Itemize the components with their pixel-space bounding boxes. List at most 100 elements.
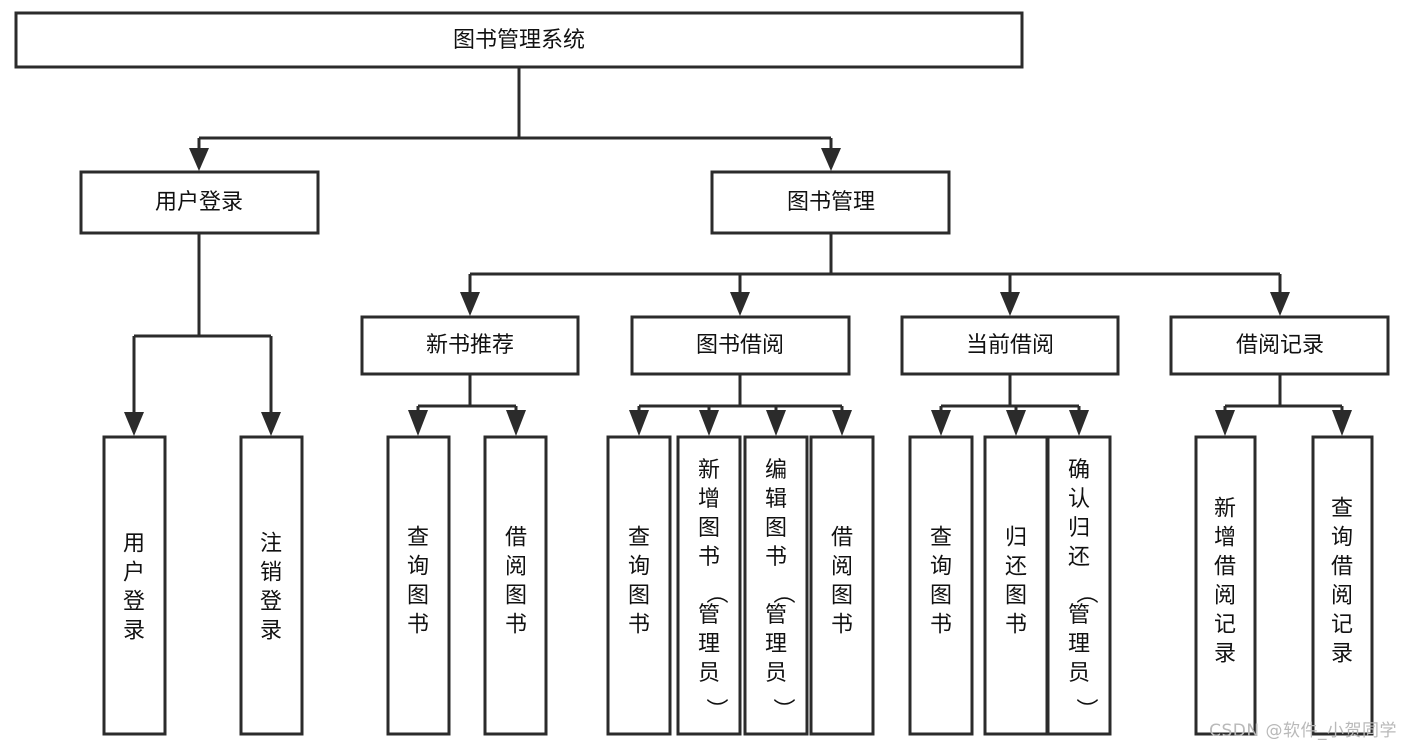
svg-text:图: 图 [698, 516, 720, 541]
svg-text:员: 员 [765, 661, 787, 686]
node-leaf-edit-book-box [743, 435, 809, 736]
svg-text:图: 图 [765, 516, 787, 541]
node-user-login[interactable]: 用户登录 [79, 170, 320, 235]
svg-text:管: 管 [765, 603, 787, 628]
svg-text:借: 借 [1331, 555, 1353, 580]
svg-text:查: 查 [1331, 497, 1353, 522]
svg-text:（: （ [1073, 582, 1098, 604]
svg-text:增: 增 [698, 487, 720, 512]
node-leaf-query-book-1-box [386, 435, 451, 736]
svg-text:录: 录 [1214, 642, 1236, 667]
arrow-head-leaf-query-book-3 [931, 410, 951, 436]
svg-text:销: 销 [260, 561, 282, 586]
node-leaf-add-book-box [676, 435, 742, 736]
node-new-book-recommend-box [360, 315, 580, 376]
svg-text:增: 增 [1214, 526, 1236, 551]
arrow-head-current-borrow [1000, 292, 1020, 316]
svg-text:书: 书 [831, 613, 853, 638]
node-book-borrow-box [630, 315, 851, 376]
svg-text:理: 理 [765, 632, 787, 657]
svg-text:新: 新 [698, 458, 720, 483]
node-book-borrow[interactable]: 图书借阅 [630, 315, 851, 376]
node-book-borrow-label: 图书借阅 [696, 333, 784, 358]
arrow-head-borrow-record [1270, 292, 1290, 316]
svg-text:询: 询 [628, 555, 650, 580]
svg-text:记: 记 [1331, 613, 1353, 638]
svg-text:编: 编 [765, 458, 787, 483]
node-current-borrow[interactable]: 当前借阅 [900, 315, 1120, 376]
svg-text:阅: 阅 [505, 555, 527, 580]
node-root[interactable]: 图书管理系统 [14, 11, 1024, 69]
node-leaf-user-login[interactable]: 用户登录 [102, 435, 167, 736]
svg-text:确: 确 [1068, 458, 1090, 483]
svg-text:用: 用 [123, 532, 145, 557]
svg-text:阅: 阅 [831, 555, 853, 580]
arrow-head-leaf-query-book-2 [629, 410, 649, 436]
node-borrow-record-box [1169, 315, 1390, 376]
svg-text:询: 询 [1331, 526, 1353, 551]
svg-text:书: 书 [505, 613, 527, 638]
svg-text:图: 图 [407, 584, 429, 609]
svg-text:记: 记 [1214, 613, 1236, 638]
svg-text:户: 户 [123, 561, 145, 586]
svg-text:认: 认 [1068, 487, 1090, 512]
arrow-head-leaf-borrow-book-2 [832, 410, 852, 436]
svg-text:理: 理 [1068, 632, 1090, 657]
node-book-management[interactable]: 图书管理 [710, 170, 951, 235]
svg-text:员: 员 [698, 661, 720, 686]
node-borrow-record-label: 借阅记录 [1236, 333, 1324, 358]
arrow-head-leaf-query-book-1 [408, 410, 428, 436]
node-leaf-query-book-3-box [908, 435, 974, 736]
svg-text:查: 查 [407, 526, 429, 551]
svg-text:阅: 阅 [1214, 584, 1236, 609]
node-book-management-box [710, 170, 951, 235]
svg-text:图: 图 [930, 584, 952, 609]
node-new-book-recommend[interactable]: 新书推荐 [360, 315, 580, 376]
arrow-head-book-borrow [730, 292, 750, 316]
node-leaf-user-login-label: 用户登录 [123, 532, 145, 644]
svg-text:查: 查 [628, 526, 650, 551]
svg-text:）: ） [770, 698, 795, 720]
node-new-book-recommend-label: 新书推荐 [426, 333, 514, 358]
svg-text:理: 理 [698, 632, 720, 657]
node-current-borrow-label: 当前借阅 [966, 333, 1054, 358]
svg-text:新: 新 [1214, 497, 1236, 522]
svg-text:注: 注 [260, 532, 282, 557]
svg-text:归: 归 [1068, 516, 1090, 541]
arrow-head-leaf-edit-book [766, 410, 786, 436]
svg-text:）: ） [1073, 698, 1098, 720]
svg-text:录: 录 [123, 619, 145, 644]
svg-text:图: 图 [831, 584, 853, 609]
svg-text:图: 图 [628, 584, 650, 609]
svg-text:归: 归 [1005, 526, 1027, 551]
svg-text:书: 书 [765, 545, 787, 570]
arrow-head-leaf-user-login [124, 412, 144, 436]
svg-text:询: 询 [407, 555, 429, 580]
svg-text:录: 录 [1331, 642, 1353, 667]
node-leaf-borrow-book-2-box [809, 435, 875, 736]
svg-text:图: 图 [1005, 584, 1027, 609]
node-borrow-record[interactable]: 借阅记录 [1169, 315, 1390, 376]
arrow-head-user-login [189, 148, 209, 171]
